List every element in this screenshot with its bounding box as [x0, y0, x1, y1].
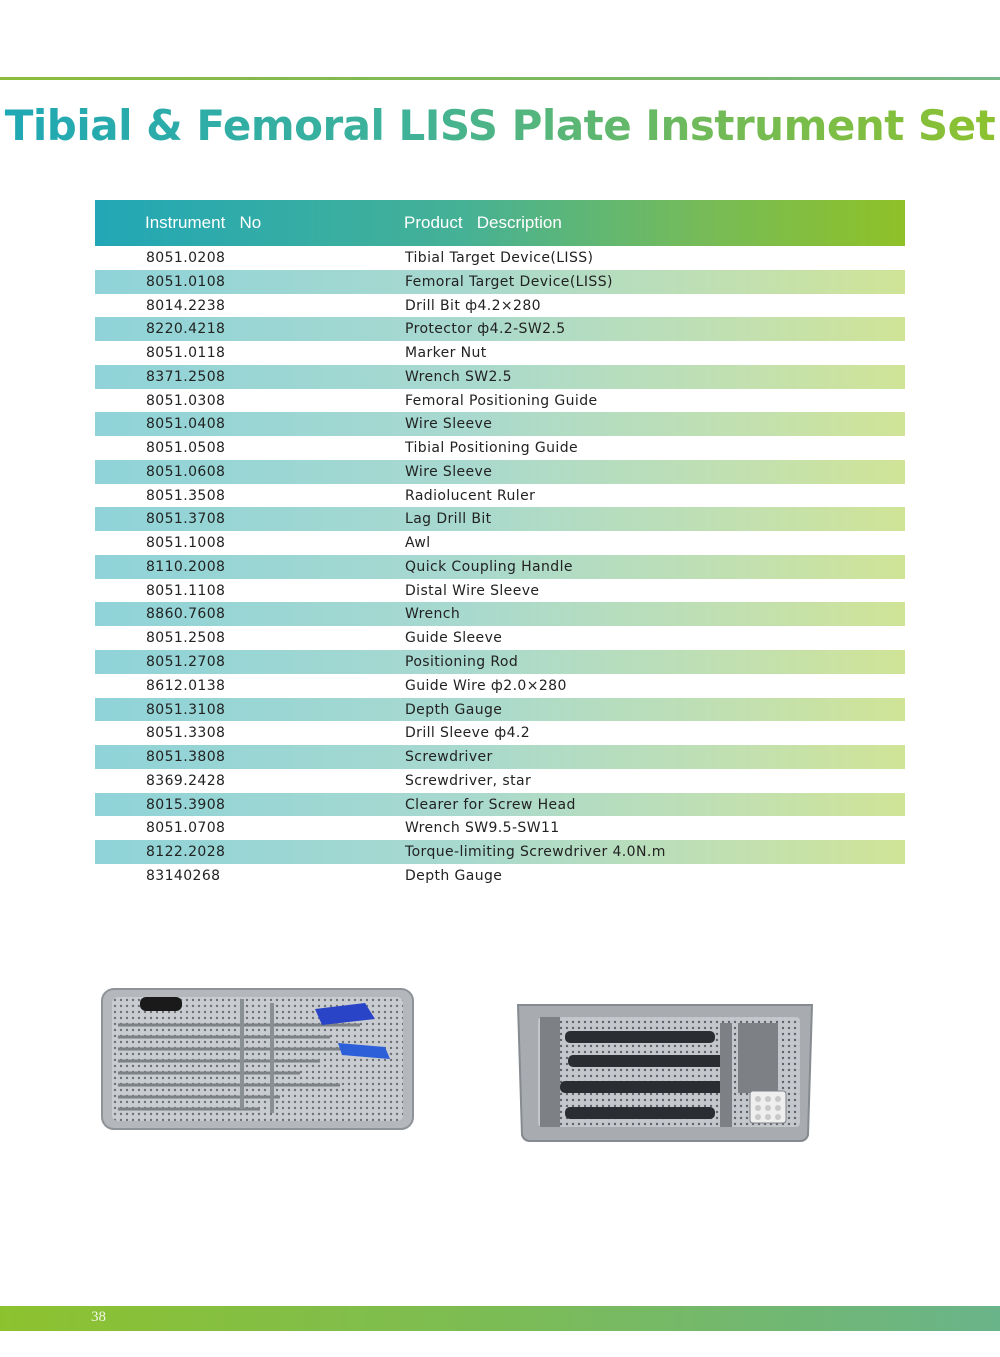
- product-description: Drill Bit ф4.2×280: [405, 297, 541, 314]
- product-description: Lag Drill Bit: [405, 511, 492, 528]
- instrument-tray-image-left: [101, 988, 414, 1130]
- table-row: 8051.0108 Femoral Target Device(LISS): [95, 269, 905, 294]
- instrument-number: 8051.3108: [146, 701, 226, 718]
- product-description: Screwdriver, star: [405, 772, 532, 789]
- product-description: Femoral Positioning Guide: [405, 392, 598, 409]
- instrument-number: 8051.2708: [146, 654, 226, 671]
- product-description: Wrench: [405, 606, 461, 623]
- product-description: Drill Sleeve ф4.2: [405, 725, 531, 742]
- instrument-number: 8051.3308: [146, 725, 226, 742]
- product-description: Wrench SW9.5-SW11: [405, 820, 560, 837]
- instrument-number: 8860.7608: [146, 606, 226, 623]
- table-row: 8051.0308 Femoral Positioning Guide: [95, 389, 905, 413]
- table-row: 8051.0608 Wire Sleeve: [95, 459, 905, 484]
- instrument-number: 8051.0408: [146, 416, 226, 433]
- table-row: 8051.0118 Marker Nut: [95, 341, 905, 365]
- top-divider: [0, 77, 1000, 80]
- page-number: 38: [91, 1309, 106, 1325]
- instrument-number: 8051.3708: [146, 511, 226, 528]
- product-description: Torque-limiting Screwdriver 4.0N.m: [405, 844, 666, 861]
- product-description: Marker Nut: [405, 345, 487, 362]
- product-description: Clearer for Screw Head: [405, 796, 576, 813]
- product-description: Depth Gauge: [405, 867, 503, 884]
- instrument-number: 8051.3508: [146, 487, 226, 504]
- table-header: Instrument No Product Description: [95, 200, 905, 246]
- instrument-table: Instrument No Product Description 8051.0…: [95, 200, 905, 888]
- instrument-number: 8051.0608: [146, 463, 226, 480]
- product-description: Guide Wire ф2.0×280: [405, 677, 567, 694]
- product-description: Screwdriver: [405, 749, 493, 766]
- table-row: 8051.3508 Radiolucent Ruler: [95, 484, 905, 508]
- table-row: 8051.2708 Positioning Rod: [95, 650, 905, 674]
- instrument-number: 8051.1008: [146, 535, 226, 552]
- instrument-number: 8369.2428: [146, 772, 226, 789]
- table-row: 8860.7608 Wrench: [95, 602, 905, 627]
- product-description: Protector ф4.2-SW2.5: [405, 321, 566, 338]
- table-row: 8122.2028 Torque-limiting Screwdriver 4.0…: [95, 840, 905, 864]
- product-description: Tibial Positioning Guide: [405, 440, 579, 457]
- product-description: Distal Wire Sleeve: [405, 582, 540, 599]
- table-row: 8612.0138 Guide Wire ф2.0×280: [95, 674, 905, 698]
- instrument-number: 8220.4218: [146, 321, 226, 338]
- header-product-description: Product Description: [404, 213, 562, 232]
- table-row: 8371.2508 Wrench SW2.5: [95, 364, 905, 389]
- product-description: Positioning Rod: [405, 654, 519, 671]
- instrument-number: 8051.0308: [146, 392, 226, 409]
- product-description: Awl: [405, 535, 431, 552]
- table-row: 8220.4218 Protector ф4.2-SW2.5: [95, 317, 905, 342]
- instrument-number: 8051.0508: [146, 440, 226, 457]
- instrument-number: 8051.2508: [146, 630, 226, 647]
- table-row: 8014.2238 Drill Bit ф4.2×280: [95, 294, 905, 318]
- product-description: Wire Sleeve: [405, 463, 493, 480]
- table-row: 8051.1008 Awl: [95, 531, 905, 555]
- instrument-number: 8371.2508: [146, 368, 226, 385]
- table-row: 8051.0208 Tibial Target Device(LISS): [95, 246, 905, 270]
- table-row: 8051.3308 Drill Sleeve ф4.2: [95, 721, 905, 745]
- instrument-number: 8015.3908: [146, 796, 226, 813]
- table-row: 8051.3808 Screwdriver: [95, 745, 905, 769]
- table-row: 8015.3908 Clearer for Screw Head: [95, 792, 905, 817]
- table-row: 8369.2428 Screwdriver, star: [95, 769, 905, 793]
- instrument-number: 8051.0118: [146, 345, 226, 362]
- product-description: Wire Sleeve: [405, 416, 493, 433]
- product-description: Wrench SW2.5: [405, 368, 512, 385]
- product-description: Radiolucent Ruler: [405, 487, 536, 504]
- header-instrument-no: Instrument No: [145, 213, 262, 232]
- table-row: 8051.3108 Depth Gauge: [95, 697, 905, 722]
- table-row: 8110.2008 Quick Coupling Handle: [95, 554, 905, 579]
- table-row: 8051.1108 Distal Wire Sleeve: [95, 579, 905, 603]
- page-title: Tibial & Femoral LISS Plate Instrument S…: [0, 96, 1000, 156]
- table-row: 8051.0708 Wrench SW9.5-SW11: [95, 816, 905, 840]
- table-row: 8051.0508 Tibial Positioning Guide: [95, 436, 905, 460]
- instrument-number: 8051.3808: [146, 749, 226, 766]
- footer-bar: [0, 1306, 1000, 1331]
- instrument-number: 8051.1108: [146, 582, 226, 599]
- instrument-number: 8122.2028: [146, 844, 226, 861]
- table-row: 8051.2508 Guide Sleeve: [95, 626, 905, 650]
- instrument-number: 8612.0138: [146, 677, 226, 694]
- instrument-number: 8051.0208: [146, 250, 226, 266]
- instrument-number: 8110.2008: [146, 558, 226, 575]
- product-description: Quick Coupling Handle: [405, 558, 573, 575]
- table-row: 8051.0408 Wire Sleeve: [95, 412, 905, 437]
- product-description: Depth Gauge: [405, 701, 503, 718]
- product-description: Guide Sleeve: [405, 630, 503, 647]
- product-description: Tibial Target Device(LISS): [405, 250, 594, 266]
- instrument-number: 83140268: [146, 867, 221, 884]
- instrument-number: 8051.0708: [146, 820, 226, 837]
- table-row: 8051.3708 Lag Drill Bit: [95, 507, 905, 532]
- product-description: Femoral Target Device(LISS): [405, 273, 613, 290]
- instrument-number: 8051.0108: [146, 273, 226, 290]
- table-row: 83140268 Depth Gauge: [95, 864, 905, 888]
- instrument-number: 8014.2238: [146, 297, 226, 314]
- instrument-tray-image-right: [516, 1004, 814, 1142]
